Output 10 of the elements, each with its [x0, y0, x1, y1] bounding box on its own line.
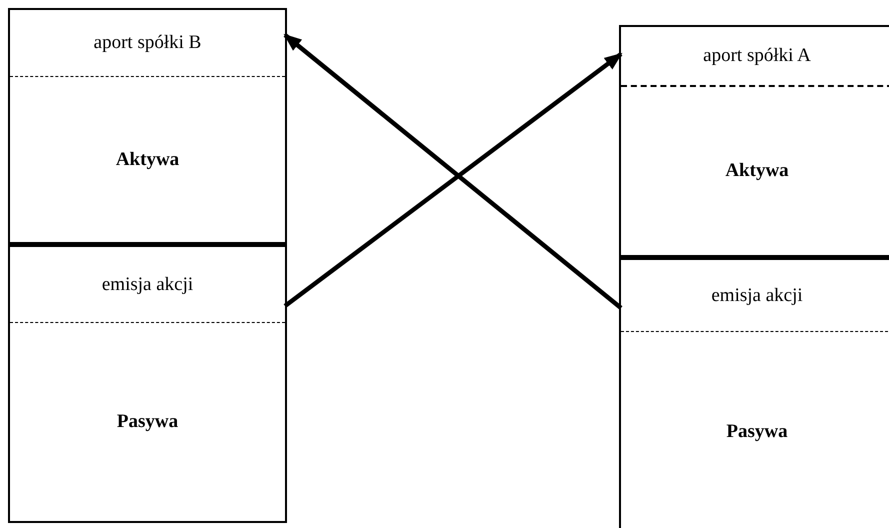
entry-label: emisja akcji	[711, 284, 803, 306]
section-heading: Aktywa	[725, 160, 789, 182]
section-heading: Aktywa	[116, 148, 180, 170]
entry-label: emisja akcji	[102, 274, 194, 296]
entry-label: aport spółki B	[94, 32, 202, 54]
entry-label: aport spółki A	[703, 45, 811, 67]
balance-sheet-box	[8, 8, 287, 523]
section-heading: Pasywa	[726, 421, 788, 443]
balance-sheet-box	[619, 25, 889, 528]
section-heading: Pasywa	[116, 411, 178, 433]
